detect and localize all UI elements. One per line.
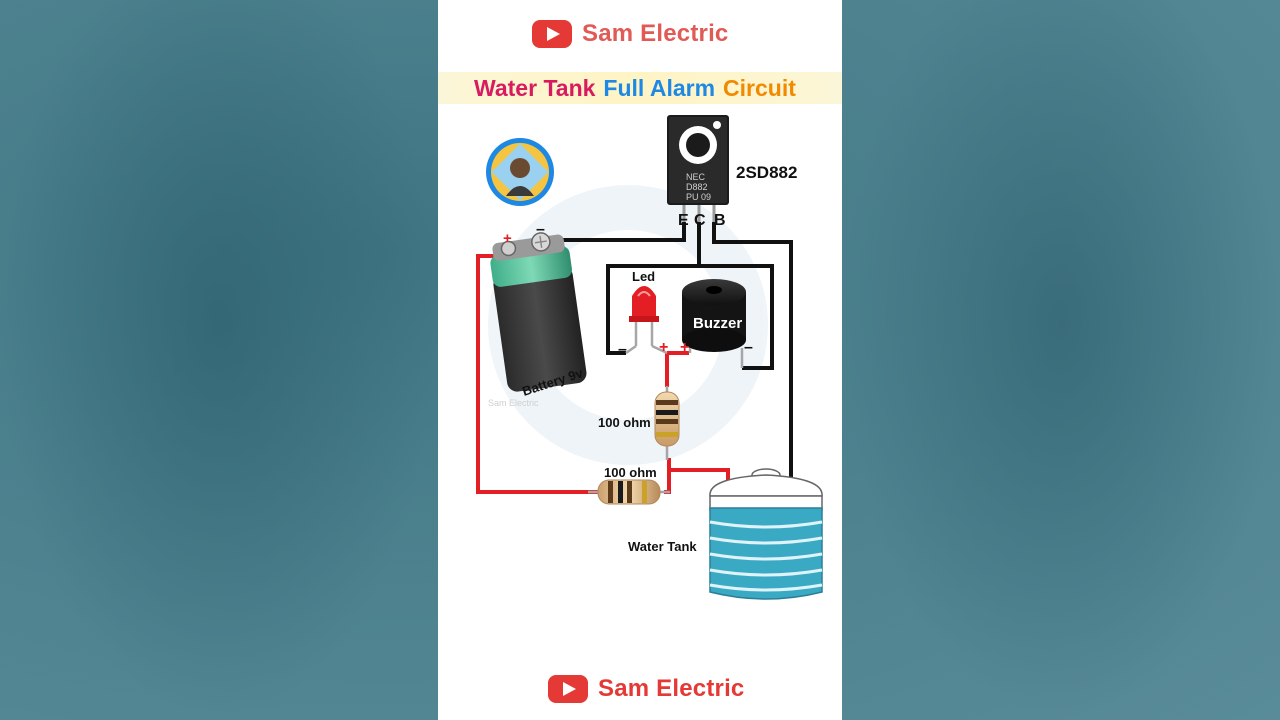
water-tank [709, 468, 823, 600]
resistor-horizontal [588, 479, 670, 505]
brand-name: Sam Electric [598, 675, 745, 702]
transistor-2sd882 [667, 115, 729, 222]
transistor-model-label: 2SD882 [736, 163, 797, 182]
pin-label-b: B [714, 212, 726, 229]
pin-label-e: E [678, 212, 689, 229]
transistor-text-1: NEC [686, 172, 706, 182]
page-title: Water Tank Full Alarm Circuit [474, 72, 796, 104]
youtube-logo-icon [548, 675, 588, 703]
led-plus-label: + [659, 339, 668, 356]
buzzer-minus-label: – [744, 339, 753, 356]
brand-name: Sam Electric [582, 20, 729, 47]
battery-plus-label: + [503, 230, 512, 247]
title-band [438, 72, 842, 104]
resistor-vertical-label: 100 ohm [598, 415, 651, 430]
youtube-logo-icon [532, 20, 572, 48]
battery [490, 232, 587, 392]
buzzer-plus-label: + [680, 339, 689, 356]
pin-label-c: C [694, 212, 706, 229]
resistor-vertical [654, 386, 680, 460]
title-part-1: Water Tank [474, 74, 596, 101]
buzzer [682, 279, 746, 368]
black-wires [541, 222, 793, 525]
transistor-text-2: D882 [686, 182, 708, 192]
brand-header: Sam Electric [532, 20, 728, 48]
tank-label: Water Tank [628, 539, 697, 554]
title-part-2: Full Alarm [603, 74, 716, 101]
brand-footer: Sam Electric [548, 675, 744, 703]
buzzer-label: Buzzer [693, 315, 742, 332]
avatar [486, 138, 554, 206]
background-right [842, 0, 1280, 720]
circuit-diagram: Sam Electric [476, 115, 823, 600]
led [625, 286, 668, 355]
led-minus-label: – [618, 341, 627, 358]
battery-minus-label: – [536, 221, 545, 238]
watermark-text: Sam Electric [488, 398, 539, 408]
background-left [0, 0, 438, 720]
resistor-horizontal-label: 100 ohm [604, 465, 657, 480]
transistor-text-3: PU 09 [686, 192, 711, 202]
title-part-3: Circuit [723, 74, 796, 101]
video-frame: Sam Electric Water Tank Full Alarm Circu… [438, 0, 842, 720]
led-label: Led [632, 269, 655, 284]
